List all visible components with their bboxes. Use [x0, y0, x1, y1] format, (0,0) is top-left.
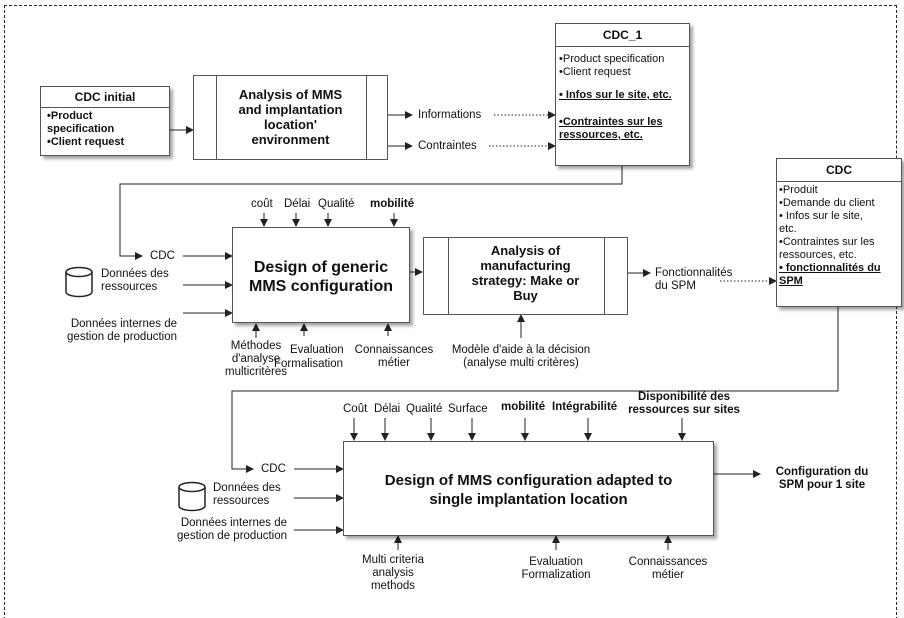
cdc-initial-item: •Client request	[47, 136, 125, 148]
cdc-item: •Demande du client	[779, 197, 875, 209]
database-icon-adapted	[178, 481, 206, 512]
output-configuration: Configuration du SPM pour 1 site	[775, 466, 869, 491]
control-qualite-adapted: Qualité	[406, 403, 443, 415]
cdc-fonctionnalites: SPM	[779, 275, 803, 287]
cdc1-contraintes: •Contraintes sur les	[559, 116, 663, 128]
control-mobilite-adapted: mobilité	[501, 401, 546, 413]
process-analysis-title: Analysis of MMS and implantation locatio…	[238, 87, 343, 147]
cdc-initial-item: specification	[47, 123, 115, 135]
process-analysis-environment: Analysis of MMS and implantation locatio…	[193, 75, 388, 160]
input-donnees-internes: Données internes de gestion de productio…	[67, 318, 177, 343]
cdc-initial-box: CDC initial •Product specification •Clie…	[40, 86, 170, 156]
mechanism-multi-criteria: Multi criteria analysis methods	[362, 554, 424, 592]
mechanism-methodes: Méthodes d'analyse multicritères	[225, 340, 287, 378]
control-delai: Délai	[284, 198, 311, 210]
control-surface-adapted: Surface	[448, 403, 488, 415]
input-cdc: CDC	[150, 250, 175, 262]
control-delai-adapted: Délai	[374, 403, 401, 415]
control-cout-adapted: Coût	[343, 403, 368, 415]
cdc-item: etc.	[779, 223, 797, 235]
input-donnees-internes-adapted: Données internes de gestion de productio…	[177, 517, 287, 542]
process-adapted-design: Design of MMS configuration adapted to s…	[343, 441, 714, 536]
cdc-item: •Produit	[779, 184, 818, 196]
cdc1-contraintes: ressources, etc.	[559, 129, 643, 141]
control-mobilite: mobilité	[370, 198, 415, 210]
control-qualite: Qualité	[318, 198, 355, 210]
process-strategy-title: Analysis of manufacturing strategy: Make…	[471, 243, 580, 303]
process-strategy: Analysis of manufacturing strategy: Make…	[423, 237, 628, 315]
database-icon-generic	[65, 266, 93, 298]
diagram-frame	[4, 5, 897, 618]
arrow-cdc1-to-generic	[119, 166, 623, 260]
cdc1-item: •Product specification	[559, 53, 665, 65]
mechanism-evaluation: Evaluation	[290, 344, 344, 356]
cdc-item: •Contraintes sur les	[779, 236, 875, 248]
process-generic-title: Design of generic MMS configuration	[249, 259, 393, 295]
control-integrabilite-adapted: Intégrabilité	[552, 401, 618, 413]
input-cdc-adapted: CDC	[261, 463, 286, 475]
informations-label: Informations	[418, 109, 482, 121]
mechanism-modele-aide: Modèle d'aide à la décision (analyse mul…	[451, 344, 591, 369]
control-disponibilite-adapted: Disponibilité des ressources sur sites	[628, 391, 740, 416]
cdc-initial-title: CDC initial	[41, 87, 169, 108]
input-donnees-adapted: Données des ressources	[213, 482, 281, 507]
cdc1-item: •Client request	[559, 66, 631, 78]
cdc-title: CDC	[777, 159, 901, 182]
output-fonctionnalites: Fonctionnalités du SPM	[655, 267, 733, 292]
cdc-item: • Infos sur le site,	[779, 210, 863, 222]
cdc1-box: CDC_1 •Product specification •Client req…	[555, 23, 690, 166]
mechanism-connaissances-adapted: Connaissances métier	[628, 556, 708, 581]
input-donnees: Données des ressources	[101, 268, 169, 293]
contraintes-label: Contraintes	[418, 140, 477, 152]
process-adapted-title: Design of MMS configuration adapted to s…	[384, 472, 673, 508]
cdc-box: CDC •Produit •Demande du client • Infos …	[776, 158, 902, 307]
cdc-initial-item: •Product	[47, 110, 93, 122]
mechanism-formalisation: Formalisation	[274, 358, 344, 370]
arrow-cdc-to-adapted	[231, 307, 839, 473]
mechanism-connaissances: Connaissances métier	[354, 344, 434, 369]
mechanism-evaluation-adapted: Evaluation Formalization	[521, 556, 591, 581]
cdc-fonctionnalites: • fonctionnalités du	[779, 262, 881, 274]
cdc-item: ressources, etc.	[779, 249, 857, 261]
cdc1-title: CDC_1	[556, 24, 689, 47]
cdc1-infos: • Infos sur le site, etc.	[559, 89, 672, 101]
process-generic-design: Design of generic MMS configuration	[232, 227, 410, 323]
control-cout: coût	[251, 198, 273, 210]
